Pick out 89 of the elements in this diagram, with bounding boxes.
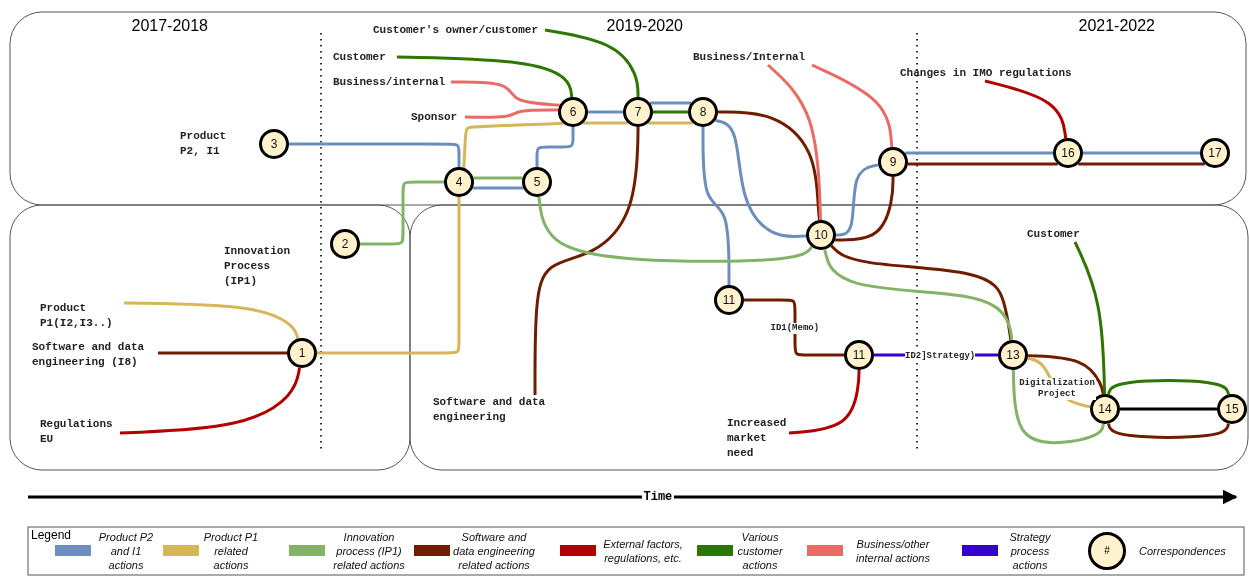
connector-line [535, 127, 575, 167]
process-label: Innovation Process (IP1) [224, 244, 291, 289]
numbered-circle: 17 [1200, 138, 1230, 168]
numbered-circle: 1 [287, 338, 317, 368]
actor-label: Sponsor [411, 110, 465, 125]
numbered-circle: 6 [558, 97, 588, 127]
numbered-circle: 16 [1053, 138, 1083, 168]
numbered-circle: 2 [330, 229, 360, 259]
connector-line [317, 197, 461, 355]
connector-line [788, 370, 861, 435]
connector-line [744, 298, 844, 357]
connector-line [1078, 162, 1205, 166]
actor-label: Business/internal [333, 75, 451, 90]
actor-label: Customer [1027, 227, 1091, 242]
connector-line [718, 110, 821, 221]
legend-text: Various customer actions [736, 530, 784, 572]
connector-line [905, 151, 1053, 155]
connector-line [907, 162, 1058, 166]
numbered-circle: 8 [688, 97, 718, 127]
connector-line [811, 63, 894, 148]
numbered-circle: 9 [878, 147, 908, 177]
connector-line [473, 176, 523, 180]
connector-line [533, 127, 640, 395]
legend-text: Product P2 and I1 actions [97, 530, 155, 572]
connector-line [1073, 241, 1107, 395]
connector-line [124, 301, 300, 339]
connector-line [464, 108, 559, 119]
legend-text: Innovation process (IP1) related actions [332, 530, 406, 572]
connector-line [836, 163, 879, 237]
connector-line [650, 101, 691, 105]
actor-label: Regulations EU [40, 417, 120, 447]
edge-label: Digitalization Project [1018, 378, 1096, 400]
legend-text: Strategy process actions [1008, 530, 1052, 572]
connector-line [396, 55, 574, 98]
actor-label: Changes in IMO regulations [900, 66, 1076, 81]
connector-line [451, 80, 560, 107]
node-caption: Product P2, I1 [180, 129, 228, 159]
connector-line [472, 186, 524, 190]
connector-line [588, 110, 623, 114]
connector-line [1107, 379, 1230, 395]
legend-text: External factors, regulations, etc. [602, 537, 684, 565]
actor-label: Business/Internal [693, 50, 813, 65]
connector-line [119, 367, 301, 435]
legend-text: Correspondences [1139, 544, 1226, 558]
connector-line [701, 127, 731, 285]
numbered-circle: 7 [623, 97, 653, 127]
actor-label: Customer [333, 50, 397, 65]
legend-title: Legend [31, 528, 72, 542]
connector-line [648, 121, 693, 125]
connector-line [583, 121, 628, 125]
actor-label: Increased market need [727, 416, 789, 461]
connector-line [1011, 369, 1105, 445]
connector-line [767, 63, 822, 221]
edge-label: ID1(Memo) [770, 322, 820, 334]
actor-label: Customer's owner/customer [373, 23, 545, 38]
legend-text: Software and data engineering related actions [452, 530, 536, 572]
connector-line [462, 121, 564, 168]
legend-text: Business/other internal actions [855, 537, 931, 565]
numbered-circle: 14 [1090, 394, 1120, 424]
numbered-circle: 11 [714, 285, 744, 315]
connector-line [544, 28, 640, 97]
actor-label: Product P1(I2,I3..) [40, 301, 124, 331]
numbered-circle: 11 [844, 340, 874, 370]
legend-circle-sample: # [1088, 532, 1126, 570]
numbered-circle: 5 [522, 167, 552, 197]
connector-line [289, 142, 461, 167]
numbered-circle: 10 [806, 220, 836, 250]
period-heading: 2017-2018 [131, 17, 208, 35]
edge-label: ID2]Strategy) [905, 350, 976, 362]
connector-line [1107, 423, 1230, 439]
connector-line [715, 119, 807, 238]
numbered-circle: 3 [259, 129, 289, 159]
actor-label: Software and data engineering [433, 395, 563, 425]
numbered-circle: 15 [1217, 394, 1247, 424]
actor-label: Software and data engineering (I8) [32, 340, 158, 370]
connector-line [1120, 407, 1217, 411]
connector-line [1083, 151, 1200, 155]
connector-line [537, 196, 813, 263]
connector-line [984, 79, 1068, 139]
period-heading: 2019-2020 [606, 17, 683, 35]
connector-line [835, 177, 895, 242]
connector-line [360, 180, 444, 246]
connector-line [653, 110, 688, 114]
connector-line [1027, 354, 1105, 395]
numbered-circle: 13 [998, 340, 1028, 370]
connector-line [158, 351, 287, 355]
numbered-circle: 4 [444, 167, 474, 197]
period-heading: 2021-2022 [1078, 17, 1155, 35]
legend-text: Product P1 related actions [202, 530, 260, 572]
